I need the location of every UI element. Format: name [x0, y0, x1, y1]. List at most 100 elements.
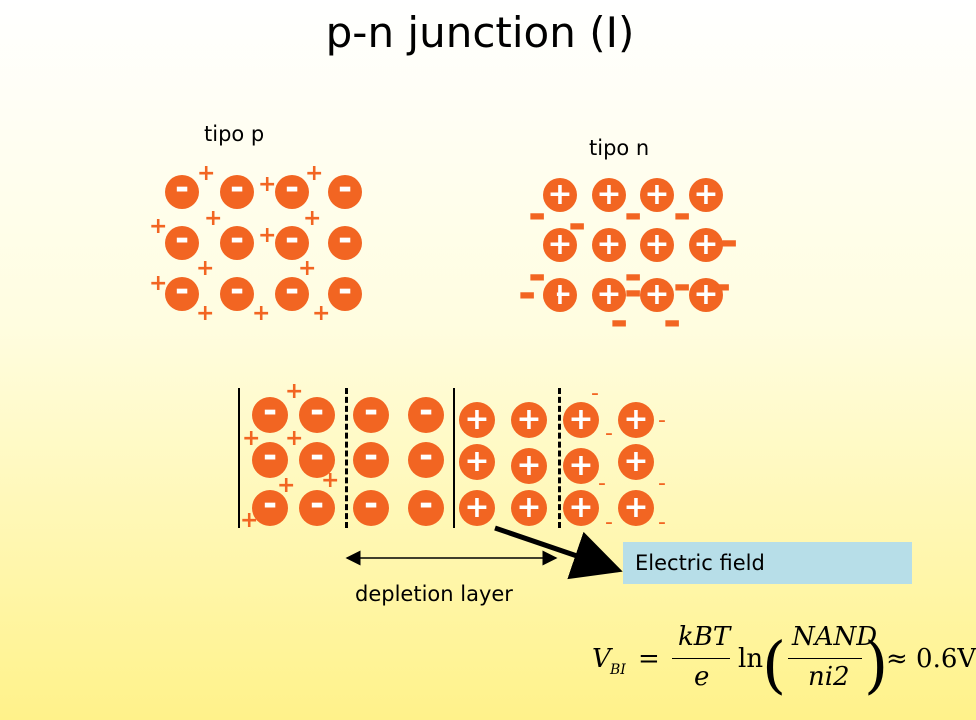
electron: -	[528, 189, 547, 240]
acceptor-ion: -	[353, 394, 389, 433]
hole: +	[258, 172, 277, 197]
donor-ion: +	[618, 444, 654, 480]
built-in-potential-formula: V BI = kBT e ln ( NAND ni2 ) ≈ 0.6V	[592, 618, 976, 708]
left-paren: (	[762, 628, 787, 701]
formula-denominator: e	[694, 662, 710, 692]
depletion-left-boundary	[345, 388, 348, 528]
donor-ion: +	[689, 178, 723, 212]
donor-ion: +	[563, 490, 599, 526]
hole: +	[277, 473, 296, 498]
acceptor-ion: -	[408, 394, 444, 433]
donor-ion: +	[459, 444, 495, 480]
donor-ion: +	[459, 402, 495, 438]
electron: -	[658, 471, 666, 496]
donor-ion: +	[543, 178, 577, 212]
electron: -	[528, 250, 547, 301]
acceptor-ion: -	[252, 439, 288, 478]
donor-ion: +	[511, 490, 547, 526]
electron: -	[624, 189, 643, 240]
donor-ion: +	[592, 278, 626, 312]
hole: +	[149, 214, 168, 239]
acceptor-ion: -	[275, 171, 309, 209]
hole: +	[197, 161, 216, 186]
hole: +	[305, 161, 324, 186]
donor-ion: +	[563, 402, 599, 438]
acceptor-ion: -	[220, 273, 254, 311]
acceptor-ion: -	[165, 171, 199, 209]
hole: +	[321, 468, 340, 493]
formula-numerator: kBT	[678, 622, 731, 652]
formula-approx: ≈ 0.6V	[886, 644, 976, 674]
hole: +	[252, 301, 271, 326]
right-paren: )	[864, 628, 889, 701]
acceptor-ion: -	[408, 487, 444, 526]
n-type-label: tipo n	[589, 136, 650, 160]
donor-ion: +	[640, 228, 674, 262]
p-type-label: tipo p	[204, 122, 265, 146]
donor-ion: +	[618, 402, 654, 438]
electron: -	[610, 296, 629, 347]
acceptor-ion: -	[408, 439, 444, 478]
hole: +	[298, 256, 317, 281]
donor-ion: +	[592, 178, 626, 212]
electron: -	[624, 250, 643, 301]
hole: +	[285, 426, 304, 451]
hole: +	[204, 206, 223, 231]
hole: +	[285, 379, 304, 404]
hole: +	[196, 256, 215, 281]
electron: -	[591, 381, 599, 406]
donor-ion: +	[640, 278, 674, 312]
formula-inner-numerator: NAND	[792, 622, 878, 652]
formula-lhs: V	[592, 644, 611, 674]
electron: -	[598, 471, 606, 496]
donor-ion: +	[543, 278, 577, 312]
electron: -	[673, 189, 692, 240]
acceptor-ion: -	[220, 222, 254, 260]
donor-ion: +	[563, 448, 599, 484]
hole: +	[196, 301, 215, 326]
electron: -	[673, 260, 692, 311]
formula-equals: =	[638, 644, 660, 674]
donor-ion: +	[618, 490, 654, 526]
acceptor-ion: -	[275, 222, 309, 260]
acceptor-ion: -	[328, 273, 362, 311]
acceptor-ion: -	[328, 222, 362, 260]
electron: -	[658, 408, 666, 433]
depletion-right-boundary	[558, 388, 561, 528]
formula-lhs-subscript: BI	[610, 662, 626, 678]
acceptor-ion: -	[220, 171, 254, 209]
formula-ln: ln	[738, 644, 764, 674]
electron: -	[518, 268, 537, 319]
acceptor-ion: -	[165, 273, 199, 311]
electron: -	[605, 421, 613, 446]
hole: +	[242, 426, 261, 451]
acceptor-ion: -	[165, 222, 199, 260]
junction-line	[453, 388, 455, 528]
electron: -	[658, 510, 666, 535]
donor-ion: +	[640, 178, 674, 212]
electron: -	[605, 510, 613, 535]
page-title: p-n junction (I)	[325, 8, 635, 57]
donor-ion: +	[689, 278, 723, 312]
depletion-layer-label: depletion layer	[355, 582, 513, 606]
acceptor-ion: -	[299, 439, 335, 478]
electron: -	[568, 199, 587, 250]
electron: -	[663, 296, 682, 347]
donor-ion: +	[459, 490, 495, 526]
acceptor-ion: -	[252, 487, 288, 526]
electron: -	[541, 268, 560, 319]
acceptor-ion: -	[252, 394, 288, 433]
acceptor-ion: -	[353, 487, 389, 526]
formula-inner-denominator: ni2	[808, 662, 850, 692]
hole: +	[240, 508, 259, 533]
hole: +	[149, 271, 168, 296]
donor-ion: +	[592, 228, 626, 262]
acceptor-ion: -	[353, 439, 389, 478]
acceptor-ion: -	[299, 487, 335, 526]
p-edge-line	[238, 388, 240, 528]
field-pointer-arrow	[494, 525, 623, 580]
donor-ion: +	[543, 228, 577, 262]
electron: -	[624, 266, 643, 317]
electric-field-label: Electric field	[623, 542, 912, 584]
